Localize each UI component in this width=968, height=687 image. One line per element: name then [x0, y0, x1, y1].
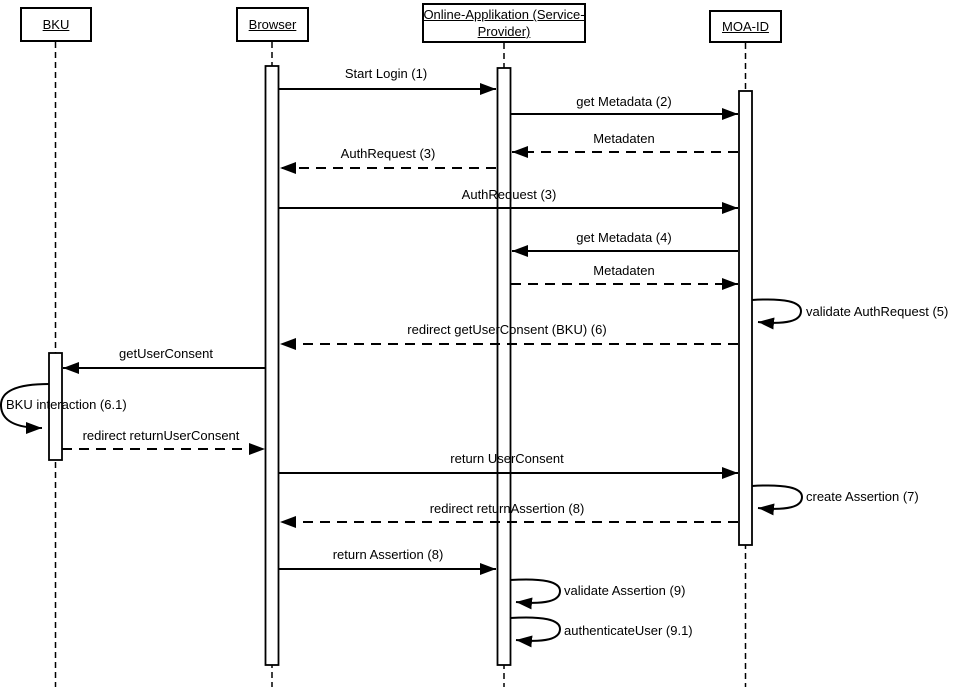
self-message-validate-assertion [509, 578, 562, 610]
message-label-redirect-returnuserconsent: redirect returnUserConsent [82, 428, 240, 443]
activation-bar-bku [48, 352, 63, 461]
actor-label-service-provider-line2: Provider) [477, 24, 531, 39]
actor-box-service-provider: Online-Applikation (Service- Provider) [422, 3, 586, 43]
actor-box-bku: BKU [20, 7, 92, 42]
message-label-metadaten-1: Metadaten [593, 131, 655, 146]
message-label-create-assertion: create Assertion (7) [806, 489, 919, 504]
message-label-return-userconsent: return UserConsent [450, 451, 564, 466]
message-label-return-assertion: return Assertion (8) [332, 547, 444, 562]
self-message-authenticateuser [509, 616, 562, 648]
message-label-authrequest-to-browser: AuthRequest (3) [340, 146, 436, 161]
message-label-redirect-getuserconsent: redirect getUserConsent (BKU) (6) [407, 322, 607, 337]
self-message-validate-authrequest [751, 298, 803, 330]
message-label-metadaten-2: Metadaten [593, 263, 655, 278]
actor-label-service-provider-line1: Online-Applikation (Service- [423, 7, 585, 22]
message-label-bku-interaction: BKU interaction (6.1) [6, 397, 127, 412]
actor-box-browser: Browser [236, 7, 309, 42]
message-label-getuserconsent: getUserConsent [119, 346, 213, 361]
self-message-bku-interaction [0, 383, 50, 434]
message-label-redirect-returnassertion: redirect returnAssertion (8) [429, 501, 585, 516]
message-label-start-login: Start Login (1) [344, 66, 428, 81]
actor-label-bku: BKU [42, 17, 70, 32]
actor-box-moa-id: MOA-ID [709, 10, 782, 43]
message-label-validate-assertion: validate Assertion (9) [564, 583, 686, 598]
self-message-create-assertion [751, 484, 804, 516]
message-label-get-metadata-2: get Metadata (2) [576, 94, 672, 109]
activation-bar-service-provider [496, 67, 512, 666]
message-label-authenticateuser: authenticateUser (9.1) [564, 623, 693, 638]
message-label-validate-authrequest: validate AuthRequest (5) [806, 304, 949, 319]
activation-bar-browser [264, 65, 280, 666]
message-label-get-metadata-4: get Metadata (4) [576, 230, 672, 245]
activation-bar-moa-id [738, 90, 753, 546]
message-label-authrequest-to-moa: AuthRequest (3) [461, 187, 557, 202]
actor-label-moa-id: MOA-ID [722, 19, 769, 34]
actor-label-browser: Browser [248, 17, 297, 32]
